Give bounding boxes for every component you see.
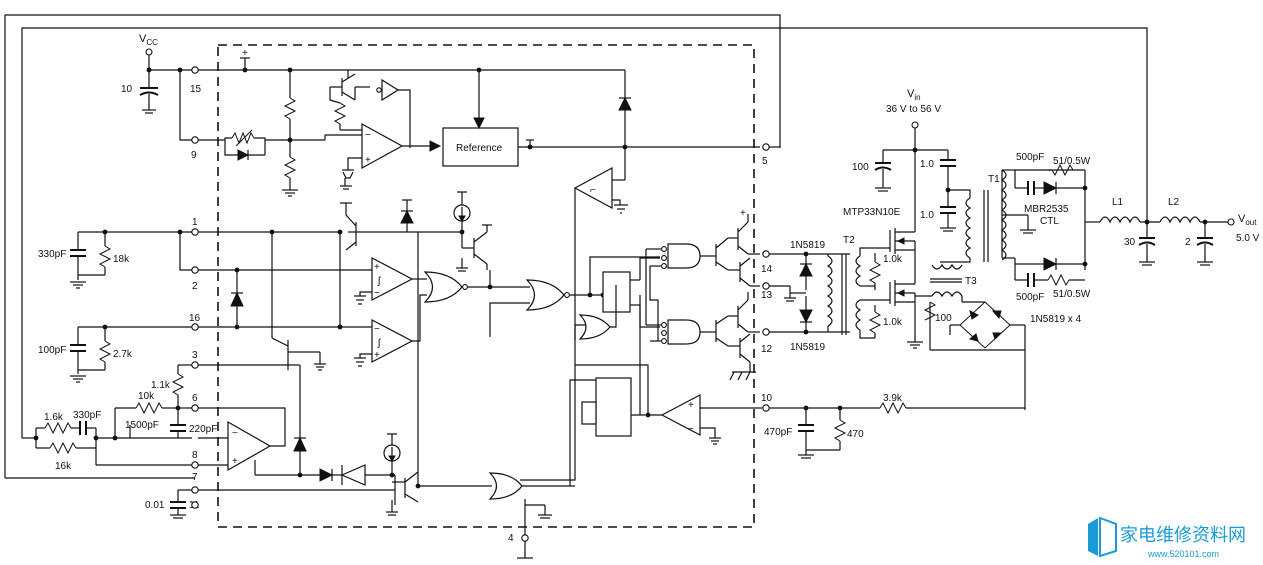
bridge-label: 1N5819 x 4 bbox=[1030, 314, 1082, 325]
reference-block: Reference 5 bbox=[442, 67, 780, 180]
svg-text:−: − bbox=[374, 288, 380, 299]
res-2k7-label: 2.7k bbox=[113, 349, 133, 360]
svg-text:+: + bbox=[232, 456, 238, 467]
rect-mbr-label: MBR2535 bbox=[1024, 204, 1069, 215]
t1-label: T1 bbox=[988, 174, 1000, 185]
gate-drive: 1N5819 1N5819 T2 1.0k bbox=[769, 150, 923, 353]
cap-470pf-label: 470pF bbox=[764, 427, 792, 438]
svg-text:−: − bbox=[232, 428, 238, 439]
pin-12-label: 12 bbox=[761, 344, 773, 355]
cap-500pf-a-label: 500pF bbox=[1016, 152, 1044, 163]
vin-range-label: 36 V to 56 V bbox=[886, 104, 941, 115]
diode-1n5819-bot-label: 1N5819 bbox=[790, 342, 825, 353]
l1-label: L1 bbox=[1112, 197, 1124, 208]
output-stage: 500pF 51/0.5W MBR2535 CTL 500pF 51/0.5W bbox=[1014, 152, 1260, 303]
pin16-section: 16 100pF 2.7k bbox=[38, 313, 372, 383]
internal-bias: + − bbox=[224, 48, 442, 197]
pin-16-label: 16 bbox=[189, 313, 201, 324]
svg-text:+: + bbox=[688, 400, 694, 411]
svg-text:+: + bbox=[740, 208, 746, 219]
cap-220pf-label: 220pF bbox=[189, 424, 217, 435]
t3-label: T3 bbox=[965, 276, 977, 287]
l2-label: L2 bbox=[1168, 197, 1180, 208]
res-470-label: 470 bbox=[847, 429, 864, 440]
svg-text:ʃ: ʃ bbox=[377, 338, 381, 349]
cap-1p0-a-label: 1.0 bbox=[920, 159, 934, 170]
pin-4-label: 4 bbox=[508, 533, 514, 544]
res-3k9-label: 3.9k bbox=[883, 393, 903, 404]
t2-label: T2 bbox=[843, 235, 855, 246]
res-10k-label: 10k bbox=[138, 391, 155, 402]
cap-330pf-b-label: 330pF bbox=[73, 410, 101, 421]
cap-100-label: 100 bbox=[852, 162, 869, 173]
vout-label: Vout bbox=[1238, 213, 1257, 227]
res-100-label: 100 bbox=[935, 313, 952, 324]
cap-0p01-label: 0.01 bbox=[145, 500, 165, 511]
cap-vcc-label: 10 bbox=[121, 84, 133, 95]
cap-100pf-label: 100pF bbox=[38, 345, 66, 356]
watermark-url: www.520101.com bbox=[1147, 549, 1219, 559]
cap-2-label: 2 bbox=[1185, 237, 1191, 248]
pin-1-label: 1 bbox=[192, 217, 198, 228]
sense-network: 470pF 470 3.9k bbox=[764, 393, 1025, 459]
svg-text:−: − bbox=[365, 130, 371, 141]
svg-text:ʃ: ʃ bbox=[377, 276, 381, 287]
res-1k6-label: 1.6k bbox=[44, 412, 64, 423]
res-1k1-label: 1.1k bbox=[151, 380, 171, 391]
svg-text:+: + bbox=[374, 350, 380, 361]
cap-330pf-label: 330pF bbox=[38, 249, 66, 260]
res-18k-label: 18k bbox=[113, 254, 130, 265]
svg-text:+: + bbox=[242, 48, 248, 59]
oscillator-section: 1 2 330pF 18k bbox=[38, 191, 603, 367]
pin-14-label: 14 bbox=[761, 264, 773, 275]
pin-15-label: 15 bbox=[190, 84, 202, 95]
pin-9-label: 9 bbox=[191, 150, 197, 161]
pin-7-label: 7 bbox=[192, 472, 198, 483]
reference-label: Reference bbox=[456, 143, 503, 154]
watermark-text: 家电维修资料网 bbox=[1120, 525, 1246, 546]
cap-1500pf-label: 1500pF bbox=[125, 420, 159, 431]
res-51-b-label: 51/0.5W bbox=[1053, 289, 1091, 300]
svg-text:⌐: ⌐ bbox=[590, 185, 596, 196]
svg-text:+: + bbox=[374, 262, 380, 273]
diode-1n5819-top-label: 1N5819 bbox=[790, 240, 825, 251]
mosfet-label: MTP33N10E bbox=[843, 207, 901, 218]
uvlo-comparator: ⌐ bbox=[573, 166, 628, 340]
vcc-label: VCC bbox=[139, 33, 158, 47]
svg-text:+: + bbox=[365, 155, 371, 166]
vcc-input: VCC 10 15 9 bbox=[121, 33, 625, 161]
svg-text:−: − bbox=[688, 424, 694, 435]
vout-value-label: 5.0 V bbox=[1236, 233, 1260, 244]
pin-5-label: 5 bbox=[762, 156, 768, 167]
cap-1p0-b-label: 1.0 bbox=[920, 210, 934, 221]
pin-13-label: 13 bbox=[761, 290, 773, 301]
pin-3-label: 3 bbox=[192, 350, 198, 361]
res-51-a-label: 51/0.5W bbox=[1053, 156, 1091, 167]
vin-label: Vin bbox=[907, 88, 921, 102]
pin-8-label: 8 bbox=[192, 450, 198, 461]
ic-boundary bbox=[217, 44, 755, 528]
rect-ctl-label: CTL bbox=[1040, 216, 1059, 227]
outer-feedback-wires bbox=[4, 14, 1148, 479]
pin-6-label: 6 bbox=[192, 393, 198, 404]
cap-30-label: 30 bbox=[1124, 237, 1136, 248]
pin-2-label: 2 bbox=[192, 281, 198, 292]
output-logic: + bbox=[574, 208, 760, 381]
output-pins: 14 13 12 10 bbox=[761, 250, 773, 412]
pin-10-label: 10 bbox=[761, 393, 773, 404]
error-amp-section: 3 6 8 7 11 1.1k 10k 220pF 1500pF bbox=[33, 232, 492, 519]
res-1k0-b-label: 1.0k bbox=[883, 317, 903, 328]
current-sense: + − 4 bbox=[488, 295, 762, 559]
res-1k0-a-label: 1.0k bbox=[883, 254, 903, 265]
watermark: 家电维修资料网 www.520101.com bbox=[1088, 516, 1246, 559]
svg-text:−: − bbox=[374, 324, 380, 335]
res-16k-label: 16k bbox=[55, 461, 72, 472]
cap-500pf-b-label: 500pF bbox=[1016, 292, 1044, 303]
bridge-rectifier: 1N5819 x 4 bbox=[949, 301, 1082, 410]
vin-section: Vin 36 V to 56 V 100 1.0 1.0 T1 bbox=[852, 88, 1036, 351]
